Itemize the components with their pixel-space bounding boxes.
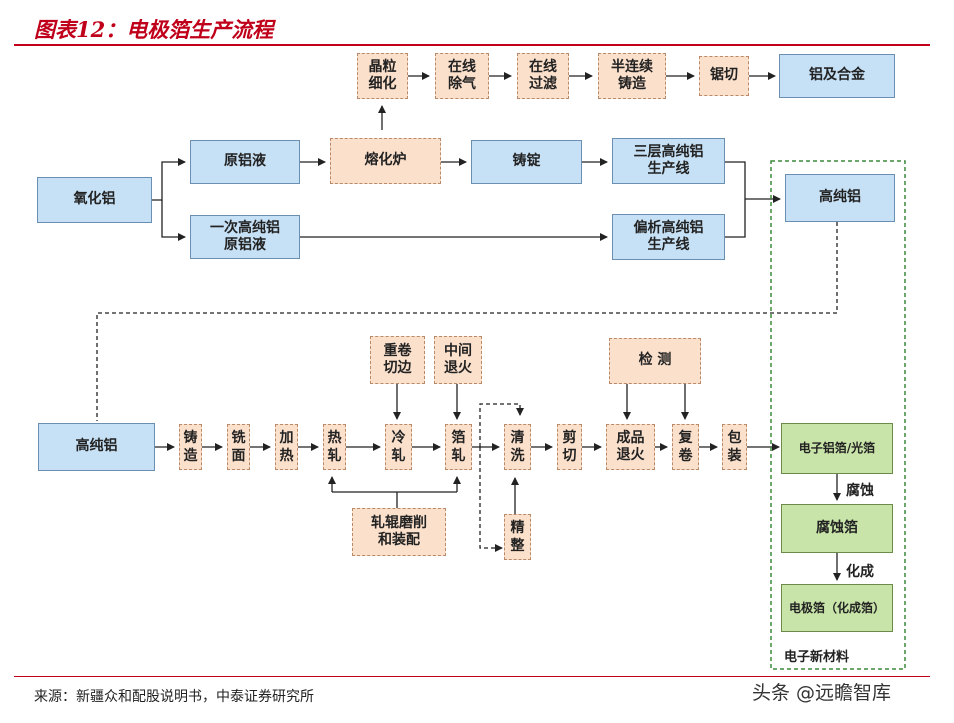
alumina-box: 氧化铝 [37, 177, 152, 223]
online-degassing-box: 在线 除气 [435, 53, 489, 99]
figure-title: 图表12：电极箔生产流程 [34, 17, 274, 42]
rewinding-step: 复 卷 [672, 424, 699, 470]
source-note: 来源：新疆众和配股说明书，中泰证券研究所 [34, 689, 314, 705]
cleaning-step: 清 洗 [504, 424, 531, 470]
inspection-box: 检 测 [609, 338, 701, 384]
rewind-trim-box: 重卷 切边 [370, 336, 425, 384]
ingot-casting-box: 铸锭 [471, 140, 582, 184]
electrode-foil-box: 电极箔（化成箔） [781, 584, 893, 632]
formation-label: 化成 [846, 564, 874, 580]
sawing-box: 锯切 [699, 56, 749, 96]
primary-high-purity-liquid-box: 一次高纯铝 原铝液 [190, 215, 300, 259]
foil-rolling-step: 箔 轧 [445, 424, 472, 470]
heating-step: 加 热 [275, 424, 298, 470]
primary-aluminum-liquid-box: 原铝液 [190, 140, 300, 184]
watermark-text: 头条 @远瞻智库 [752, 682, 892, 704]
online-filtering-box: 在线 过滤 [517, 53, 569, 99]
corrosion-label: 腐蚀 [846, 483, 874, 499]
footer-divider [14, 676, 930, 677]
melting-furnace-box: 熔化炉 [330, 138, 441, 184]
final-annealing-step: 成品 退火 [606, 424, 655, 470]
three-layer-line-box: 三层高纯铝 生产线 [612, 138, 725, 184]
packaging-step: 包 装 [722, 424, 747, 470]
finishing-step: 精 整 [504, 514, 531, 560]
corroded-foil-box: 腐蚀箔 [781, 504, 893, 553]
hot-rolling-step: 热 轧 [323, 424, 346, 470]
title-underline [14, 44, 930, 46]
segregation-line-box: 偏析高纯铝 生产线 [612, 214, 725, 260]
roller-grinding-box: 轧辊磨削 和装配 [352, 508, 446, 556]
electronic-foil-box: 电子铝箔/光箔 [781, 423, 893, 474]
intermediate-annealing-box: 中间 退火 [434, 336, 482, 384]
milling-step: 铣 面 [227, 424, 250, 470]
high-purity-aluminum-start-box: 高纯铝 [38, 423, 155, 471]
semi-continuous-casting-box: 半连续 铸造 [598, 53, 666, 99]
cold-rolling-step: 冷 轧 [385, 424, 412, 470]
casting-step: 铸 造 [179, 424, 202, 470]
aluminum-alloy-box: 铝及合金 [779, 54, 895, 98]
electronic-materials-group-label: 电子新材料 [784, 650, 850, 665]
shearing-step: 剪 切 [557, 424, 582, 470]
grain-refinement-box: 晶粒 细化 [357, 53, 408, 99]
high-purity-aluminum-box: 高纯铝 [785, 174, 895, 222]
